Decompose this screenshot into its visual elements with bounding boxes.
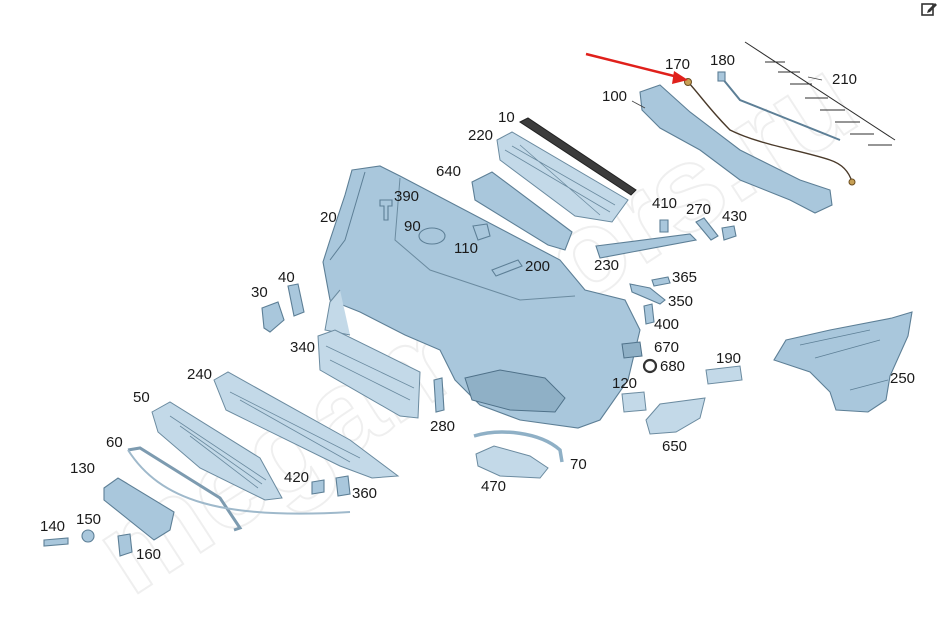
- part-650-grille[interactable]: [645, 397, 706, 435]
- callout-250[interactable]: 250: [890, 370, 915, 387]
- part-70-chrome-strip[interactable]: [473, 430, 564, 463]
- part-680-ring[interactable]: [642, 358, 658, 374]
- part-190-module[interactable]: [705, 365, 743, 385]
- callout-labels: 10 20 30 40 50 60 70 90 100 110 120 130 …: [40, 52, 915, 563]
- callout-150[interactable]: 150: [76, 511, 101, 528]
- part-200-clip[interactable]: [491, 259, 523, 277]
- callout-240[interactable]: 240: [187, 366, 212, 383]
- callout-170[interactable]: 170: [665, 56, 690, 73]
- callout-120[interactable]: 120: [612, 375, 637, 392]
- callout-360[interactable]: 360: [352, 485, 377, 502]
- part-90-cap[interactable]: [418, 227, 446, 245]
- part-10-seal-strip[interactable]: [519, 117, 637, 196]
- part-250-bracket[interactable]: [773, 311, 913, 413]
- part-30-bracket[interactable]: [261, 301, 285, 333]
- callout-680[interactable]: 680: [660, 358, 685, 375]
- callout-40[interactable]: 40: [278, 269, 295, 286]
- callout-50[interactable]: 50: [133, 389, 150, 406]
- part-110-clip[interactable]: [472, 223, 491, 241]
- part-60-trim-strip[interactable]: [127, 446, 351, 532]
- part-400-clip[interactable]: [643, 303, 655, 325]
- callout-180[interactable]: 180: [710, 52, 735, 69]
- part-270-bracket[interactable]: [695, 217, 719, 241]
- callout-640[interactable]: 640: [436, 163, 461, 180]
- part-360-clip[interactable]: [335, 475, 351, 497]
- callout-200[interactable]: 200: [525, 258, 550, 275]
- part-365-clip[interactable]: [651, 276, 671, 287]
- leader-lines: [631, 76, 823, 109]
- part-100-guide-bracket[interactable]: [639, 84, 833, 214]
- part-180-cable[interactable]: [717, 71, 841, 141]
- part-470-grille-mesh[interactable]: [475, 445, 549, 479]
- part-410-screw[interactable]: [659, 219, 669, 233]
- part-230-bracket[interactable]: [595, 233, 698, 259]
- callout-400[interactable]: 400: [654, 316, 679, 333]
- callout-60[interactable]: 60: [106, 434, 123, 451]
- part-430-clip[interactable]: [721, 225, 737, 241]
- part-280-clip[interactable]: [433, 377, 445, 413]
- callout-70[interactable]: 70: [570, 456, 587, 473]
- callout-110[interactable]: 110: [454, 240, 478, 257]
- callout-90[interactable]: 90: [404, 218, 421, 235]
- callout-470[interactable]: 470: [481, 478, 506, 495]
- callout-350[interactable]: 350: [668, 293, 693, 310]
- part-140-screw[interactable]: [43, 537, 69, 547]
- callout-270[interactable]: 270: [686, 201, 711, 218]
- callout-420[interactable]: 420: [284, 469, 309, 486]
- callout-365[interactable]: 365: [672, 269, 697, 286]
- callout-190[interactable]: 190: [716, 350, 741, 367]
- part-120-sensor[interactable]: [621, 391, 647, 413]
- callout-390[interactable]: 390: [394, 188, 419, 205]
- part-50-grille-frame[interactable]: [151, 401, 283, 501]
- part-420-screw[interactable]: [311, 479, 325, 495]
- part-640-bracket[interactable]: [471, 171, 573, 251]
- callout-30[interactable]: 30: [251, 284, 268, 301]
- callout-340[interactable]: 340: [290, 339, 315, 356]
- callout-140[interactable]: 140: [40, 518, 65, 535]
- part-20-bumper-cover[interactable]: [322, 165, 641, 429]
- callout-130[interactable]: 130: [70, 460, 95, 477]
- callout-160[interactable]: 160: [136, 546, 161, 563]
- callout-100[interactable]: 100: [602, 88, 627, 105]
- callout-430[interactable]: 430: [722, 208, 747, 225]
- part-210-sensor-array[interactable]: [744, 41, 896, 146]
- callout-20[interactable]: 20: [320, 209, 337, 226]
- callout-220[interactable]: 220: [468, 127, 493, 144]
- part-340-grille-insert[interactable]: [317, 329, 421, 419]
- callout-280[interactable]: 280: [430, 418, 455, 435]
- callout-650[interactable]: 650: [662, 438, 687, 455]
- callout-10[interactable]: 10: [498, 109, 515, 126]
- callout-210[interactable]: 210: [832, 71, 857, 88]
- part-390-screw[interactable]: [379, 199, 393, 221]
- callout-670[interactable]: 670: [654, 339, 679, 356]
- part-40-clip[interactable]: [287, 283, 305, 317]
- part-670-sensor[interactable]: [621, 341, 643, 359]
- callout-230[interactable]: 230: [594, 257, 619, 274]
- callout-410[interactable]: 410: [652, 195, 677, 212]
- part-130-license-plate[interactable]: [103, 477, 175, 541]
- part-240-grille[interactable]: [213, 371, 400, 479]
- part-220-upper-grille[interactable]: [496, 131, 629, 223]
- part-150-nut[interactable]: [81, 529, 95, 543]
- edit-icon[interactable]: [920, 0, 940, 18]
- part-160-clip[interactable]: [117, 533, 133, 557]
- part-350-bracket[interactable]: [629, 283, 666, 305]
- red-arrow-icon: [585, 52, 688, 84]
